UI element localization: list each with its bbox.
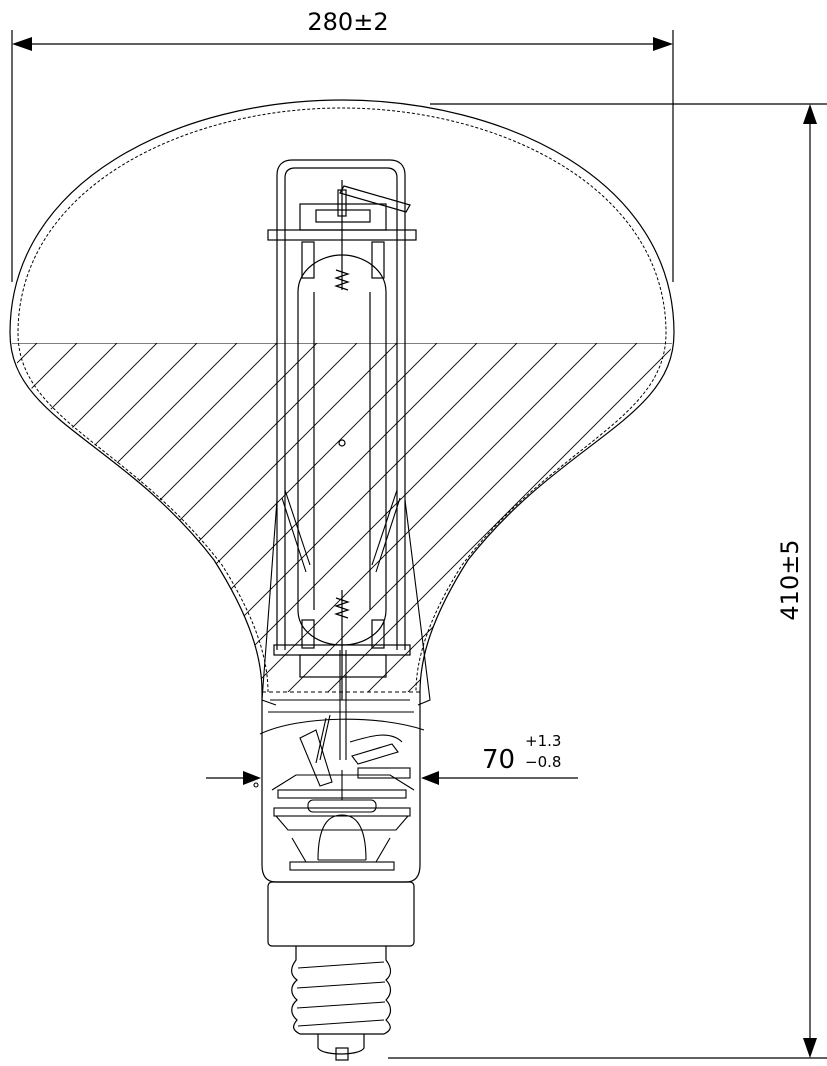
hatch-line	[12, 343, 361, 692]
lower-assembly	[253, 489, 431, 871]
hatch-line	[439, 343, 672, 692]
screw-threads	[296, 961, 386, 1027]
hatch-line	[519, 343, 672, 692]
hatch-line	[39, 343, 401, 692]
height-tolerance: ±5	[776, 539, 804, 574]
hatch-line	[720, 340, 827, 700]
hatch-line	[399, 343, 672, 692]
hatch-line	[639, 343, 672, 692]
neck-arrow-left	[243, 771, 261, 785]
neck-arrow-right	[421, 771, 439, 785]
bulb	[9, 99, 675, 735]
hatch-line	[12, 343, 81, 692]
svg-text:280±2: 280±2	[307, 8, 388, 36]
hatch-line	[319, 343, 672, 692]
hatch-lines	[12, 340, 827, 700]
hatch-line	[12, 343, 161, 692]
hatch-line	[599, 343, 672, 692]
hatch-line	[12, 343, 121, 692]
width-tolerance: ±2	[353, 8, 388, 36]
height-arrow-top	[803, 104, 817, 124]
hatch-line	[279, 343, 641, 692]
svg-text:410±5: 410±5	[776, 539, 804, 620]
base-collar	[267, 881, 415, 947]
hatch-line	[359, 343, 672, 692]
base-contact	[335, 1047, 349, 1061]
neck-tolerance-minus: −0.8	[525, 753, 561, 771]
neck-dimension: 70 +1.3 −0.8	[206, 732, 578, 785]
hatch-line	[199, 343, 561, 692]
screw-shell	[291, 946, 392, 1035]
bulb-outline	[9, 99, 675, 735]
width-value: 280	[307, 8, 353, 36]
hatch-line	[479, 343, 672, 692]
width-arrow-left	[12, 37, 32, 51]
hatch-line	[239, 343, 601, 692]
inner-frame	[267, 159, 417, 678]
width-arrow-right	[653, 37, 673, 51]
hatch-line	[680, 340, 827, 700]
width-dimension: 280±2	[11, 8, 674, 282]
arc-tube	[297, 180, 411, 700]
hatched-area	[12, 340, 827, 700]
hatch-line	[760, 340, 827, 700]
hatch-line	[12, 343, 241, 692]
lamp-base	[267, 881, 415, 1061]
hatch-line	[12, 343, 281, 692]
neck-tolerance-plus: +1.3	[525, 732, 561, 750]
neck-value: 70	[482, 745, 515, 775]
hatch-line	[559, 343, 672, 692]
height-value: 410	[776, 575, 804, 621]
hatch-line	[12, 343, 321, 692]
height-arrow-bottom	[803, 1038, 817, 1058]
hatch-line	[159, 343, 521, 692]
hatch-line	[119, 343, 481, 692]
hatch-line	[12, 343, 201, 692]
height-dimension: 410±5	[388, 103, 827, 1059]
